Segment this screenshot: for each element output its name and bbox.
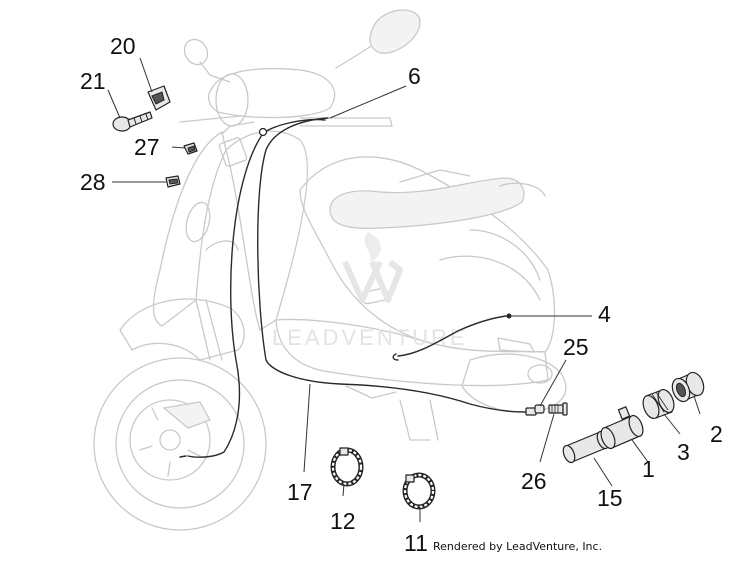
callout-20: 20 [110,33,136,59]
part-11-clamp [402,472,436,510]
callout-25: 25 [563,334,589,360]
callout-3: 3 [677,439,690,465]
wheel-hub [159,429,181,451]
handlebar [179,115,393,127]
part-26-adjuster [548,402,568,416]
callout-1: 1 [642,456,655,482]
part-3-grip-end [642,388,675,420]
rear-body [299,156,556,353]
legshield-front [152,131,227,327]
callout-6: 6 [408,63,421,89]
leader-15 [593,457,613,487]
rendered-by-credit: Rendered by LeadVenture, Inc. [433,540,603,553]
part-25-ferrule [534,404,545,414]
headset [207,67,336,119]
part-21-screw [112,111,153,132]
part-1-throttle-tube [600,406,644,450]
callout-2: 2 [710,421,723,447]
leader-20 [139,57,153,93]
center-stand [399,399,439,441]
right-mirror [369,9,421,54]
callout-4: 4 [598,301,611,327]
grille [185,201,211,243]
leader-17 [303,383,311,473]
scooter-outline [93,9,567,531]
callout-27: 27 [134,134,160,160]
fork [195,299,223,361]
leader-lines [107,57,701,522]
side-panel [439,255,541,301]
leader-12 [342,483,345,497]
part-12-clamp [330,447,364,487]
leader-21 [107,89,121,119]
brake-disc [129,399,211,481]
cable-6 [187,131,265,458]
rear-rack [499,182,546,197]
leader-6 [329,85,407,119]
leader-1 [631,439,649,463]
callout-21: 21 [80,68,106,94]
cable-17 [257,117,529,413]
cable-4 [397,315,507,357]
callout-12: 12 [330,508,356,534]
front-tire [93,357,267,531]
cables [179,117,537,458]
callout-15: 15 [597,485,623,511]
callout-11: 11 [404,530,428,556]
horn-cover [218,137,248,167]
watermark-logo [342,259,403,303]
legshield-inner [225,130,308,331]
front-rim [115,379,245,509]
watermark: LEADVENTURE [272,232,468,350]
callout-28: 28 [80,169,106,195]
leader-2 [693,395,701,415]
front-fender [119,298,245,361]
watermark-flame [364,232,382,262]
left-mirror-stem [199,61,231,83]
leader-3 [663,413,681,435]
leader-26 [539,413,555,463]
left-mirror [183,38,209,66]
seat [329,177,525,230]
callouts: 20 21 27 28 6 4 25 26 2 3 1 15 17 12 11 [80,33,723,556]
callout-26: 26 [521,468,547,494]
cable-6-upper [261,118,326,135]
leader-25 [539,359,567,407]
engine-case [461,353,567,413]
parts [112,85,705,510]
callout-17: 17 [287,479,313,505]
brake-caliper [162,401,211,429]
part-2-end-cap [671,371,705,403]
watermark-text: LEADVENTURE [272,325,468,350]
leader-27 [171,146,186,149]
